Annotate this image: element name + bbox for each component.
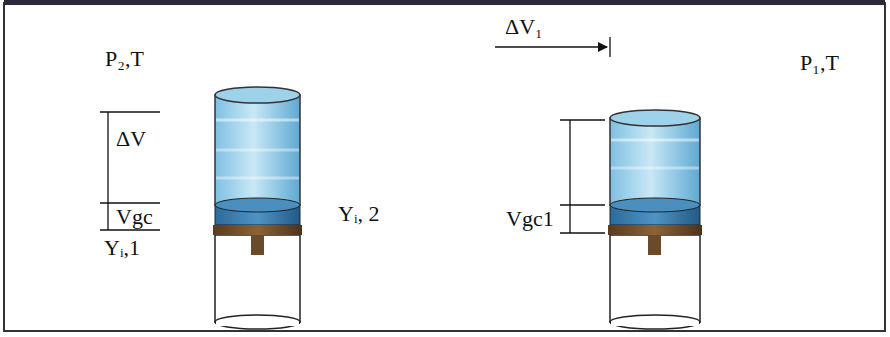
dimension-lines <box>100 37 610 233</box>
frame <box>4 3 885 331</box>
right-cylinder <box>608 110 702 329</box>
left-cylinder <box>213 87 302 329</box>
pressure-label: P₂,T <box>105 48 144 70</box>
volume-label: Vgc1 <box>506 208 554 230</box>
frame-top-bar <box>4 0 885 5</box>
pressure-label: P₁,T <box>800 52 839 74</box>
volume-change-label: ΔV₁ <box>505 16 543 38</box>
composition-label: Yᵢ,1 <box>104 237 140 259</box>
volume-label: Vgc <box>116 206 153 228</box>
composition-label: Yᵢ, 2 <box>338 203 380 225</box>
volume-change-label: ΔV <box>116 128 146 150</box>
